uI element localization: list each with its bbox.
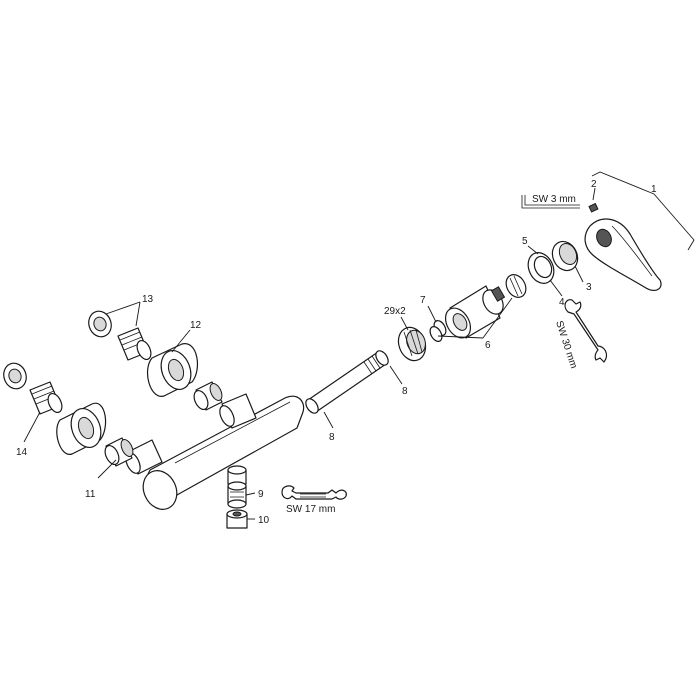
part-11-check-valve [104, 437, 134, 467]
label-part-4: 4 [559, 297, 565, 308]
part-7-o-rings [429, 320, 447, 342]
part-3-cover [551, 240, 579, 272]
part-11-check-valve-right [193, 381, 223, 411]
label-part-11: 11 [85, 489, 96, 500]
allen-key-sw3-icon [521, 195, 580, 209]
wrench-sw17-icon [281, 485, 347, 500]
part-6-cartridge [444, 274, 527, 339]
label-part-2: 2 [591, 179, 597, 190]
part-29-nut [397, 326, 427, 362]
part-13-connector [88, 310, 152, 361]
part-1-handle [584, 218, 662, 292]
label-part-9: 9 [258, 489, 264, 500]
mixer-body [125, 393, 305, 510]
wrench-sw30-icon [564, 299, 608, 363]
label-part-14: 14 [16, 447, 28, 458]
label-part-8-lower: 8 [329, 432, 335, 443]
part-10-cap [226, 509, 248, 529]
label-part-3: 3 [586, 282, 592, 293]
label-tool-sw30: SW 30 mm [553, 320, 579, 370]
label-part-29: 29x2 [384, 306, 406, 317]
label-part-5: 5 [522, 236, 528, 247]
part-9-valve [227, 481, 247, 509]
part-8-tube [305, 350, 389, 414]
part-12-rosette-right [147, 343, 199, 397]
label-tool-sw3: SW 3 mm [532, 194, 576, 205]
part-12-rosette-left [56, 402, 107, 455]
label-part-10: 10 [258, 515, 270, 526]
part-14-connector [3, 362, 63, 415]
leader-lines [23, 171, 695, 520]
part-2-screw [588, 202, 599, 213]
label-part-12: 12 [190, 320, 202, 331]
label-part-8: 8 [402, 386, 408, 397]
label-part-7: 7 [420, 295, 426, 306]
part-5-ring [527, 252, 555, 284]
label-part-13: 13 [142, 294, 154, 305]
label-part-1: 1 [651, 184, 657, 195]
label-tool-sw17: SW 17 mm [286, 504, 335, 515]
label-part-6: 6 [485, 340, 491, 351]
